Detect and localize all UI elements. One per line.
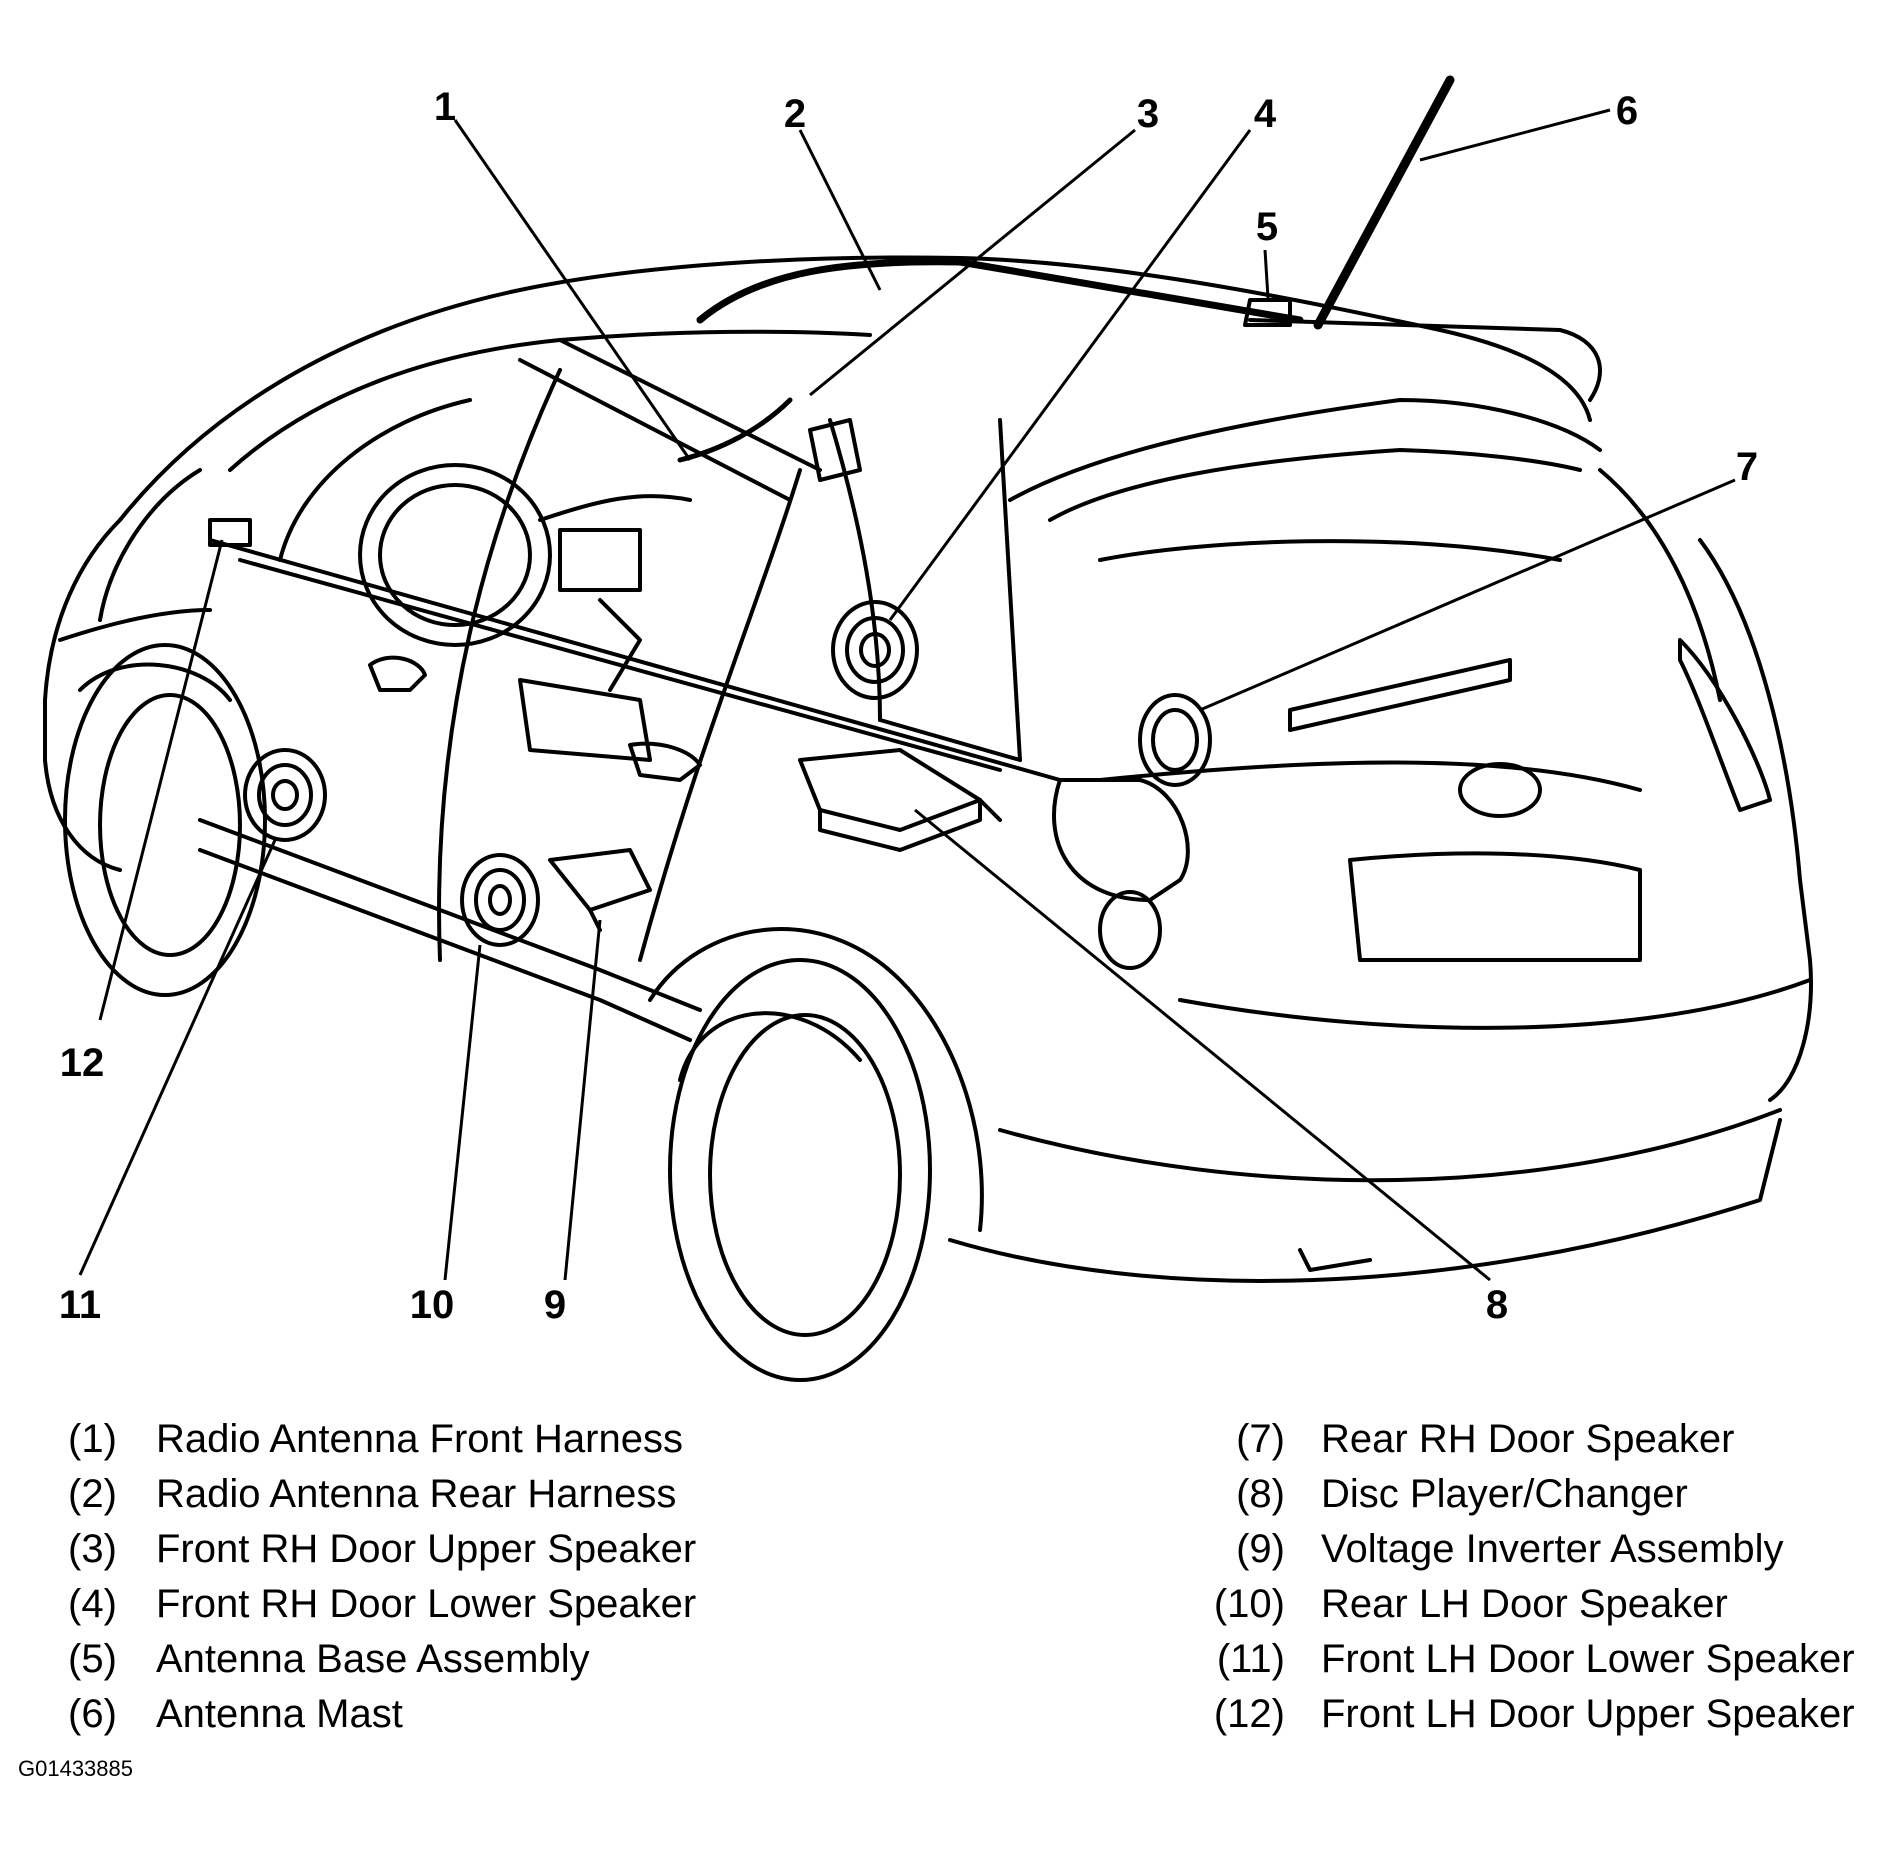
- legend-item-number: (11): [1216, 1637, 1285, 1681]
- legend-item-number: (7): [1236, 1417, 1285, 1461]
- leader-line-9: [563, 919, 602, 1281]
- legend-item: (1) Radio Antenna Front Harness: [68, 1412, 696, 1467]
- leader-lines: [78, 108, 1736, 1282]
- legend-item-number: (8): [1236, 1472, 1285, 1516]
- legend-item-label: Antenna Base Assembly: [156, 1637, 590, 1681]
- legend-left-column: (1) Radio Antenna Front Harness (2) Radi…: [68, 1412, 696, 1742]
- callout-11: 11: [59, 1283, 101, 1327]
- speaker-front-rh-lower: [831, 600, 919, 700]
- callout-7: 7: [1736, 445, 1758, 489]
- leader-line-11: [78, 839, 277, 1276]
- callout-3: 3: [1137, 92, 1159, 136]
- callout-6: 6: [1616, 89, 1638, 133]
- speaker-front-lh-upper: [208, 518, 252, 547]
- legend-item-number: (2): [68, 1472, 117, 1516]
- leader-line-12: [98, 539, 224, 1021]
- leader-line-7: [1199, 478, 1736, 712]
- legend-item-label: Front RH Door Lower Speaker: [156, 1582, 697, 1626]
- speaker-rear-lh-door: [460, 853, 540, 947]
- figure-id: G01433885: [18, 1756, 133, 1781]
- legend-item: (3) Front RH Door Upper Speaker: [68, 1522, 696, 1577]
- callout-10: 10: [410, 1283, 455, 1327]
- legend-item: (2) Radio Antenna Rear Harness: [68, 1467, 696, 1522]
- leader-line-6: [1419, 108, 1611, 162]
- legend-item-number: (3): [68, 1527, 117, 1571]
- speaker-front-rh-upper: [808, 418, 862, 482]
- legend-item-number: (9): [1236, 1527, 1285, 1571]
- legend-item-label: Front LH Door Upper Speaker: [1321, 1692, 1855, 1736]
- legend-item: (12) Front LH Door Upper Speaker: [1165, 1687, 1855, 1742]
- leader-line-2: [798, 129, 882, 291]
- legend-item: (4) Front RH Door Lower Speaker: [68, 1577, 696, 1632]
- vehicle-line-drawing: [43, 75, 1813, 1382]
- legend-item-label: Disc Player/Changer: [1321, 1472, 1688, 1516]
- callout-8: 8: [1486, 1283, 1508, 1327]
- legend-item: (5) Antenna Base Assembly: [68, 1632, 696, 1687]
- legend-item-label: Rear LH Door Speaker: [1321, 1582, 1728, 1626]
- legend-item: (8) Disc Player/Changer: [1165, 1467, 1855, 1522]
- leader-line-10: [443, 944, 482, 1281]
- legend-item-number: (12): [1213, 1692, 1285, 1736]
- legend-item: (9) Voltage Inverter Assembly: [1165, 1522, 1855, 1577]
- callout-5: 5: [1256, 205, 1278, 249]
- legend-item-label: Front LH Door Lower Speaker: [1321, 1637, 1855, 1681]
- legend-item-number: (1): [68, 1417, 117, 1461]
- legend-item-number: (6): [68, 1692, 117, 1736]
- legend-item-label: Radio Antenna Front Harness: [156, 1417, 683, 1461]
- legend-item: (10) Rear LH Door Speaker: [1165, 1577, 1855, 1632]
- callout-12: 12: [60, 1041, 105, 1085]
- legend-item-number: (10): [1213, 1582, 1285, 1626]
- legend-item: (7) Rear RH Door Speaker: [1165, 1412, 1855, 1467]
- legend-right-column: (7) Rear RH Door Speaker (8) Disc Player…: [1165, 1412, 1855, 1742]
- callout-numbers: 1 2 3 4 5 6 7 8 9 10 11 12: [59, 85, 1758, 1327]
- callout-9: 9: [544, 1283, 566, 1327]
- legend-item-number: (5): [68, 1637, 117, 1681]
- leader-line-4: [888, 129, 1252, 621]
- legend-item: (11) Front LH Door Lower Speaker: [1165, 1632, 1855, 1687]
- leader-line-3: [809, 128, 1136, 397]
- disc-player-changer: [798, 748, 1002, 852]
- callout-2: 2: [784, 92, 806, 136]
- voltage-inverter-assembly: [548, 848, 652, 932]
- speaker-front-lh-lower: [243, 748, 327, 842]
- legend-item-number: (4): [68, 1582, 117, 1626]
- legend-item-label: Radio Antenna Rear Harness: [156, 1472, 677, 1516]
- legend-item-label: Antenna Mast: [156, 1692, 403, 1736]
- leader-line-5: [1263, 249, 1270, 299]
- callout-4: 4: [1254, 92, 1277, 136]
- leader-line-8: [914, 808, 1491, 1282]
- legend-item: (6) Antenna Mast: [68, 1687, 696, 1742]
- speaker-rear-rh-door: [1138, 693, 1212, 787]
- legend-item-label: Front RH Door Upper Speaker: [156, 1527, 697, 1571]
- legend-item-label: Voltage Inverter Assembly: [1321, 1527, 1784, 1571]
- leader-line-1: [453, 119, 692, 461]
- callout-1: 1: [434, 85, 456, 129]
- legend-item-label: Rear RH Door Speaker: [1321, 1417, 1735, 1461]
